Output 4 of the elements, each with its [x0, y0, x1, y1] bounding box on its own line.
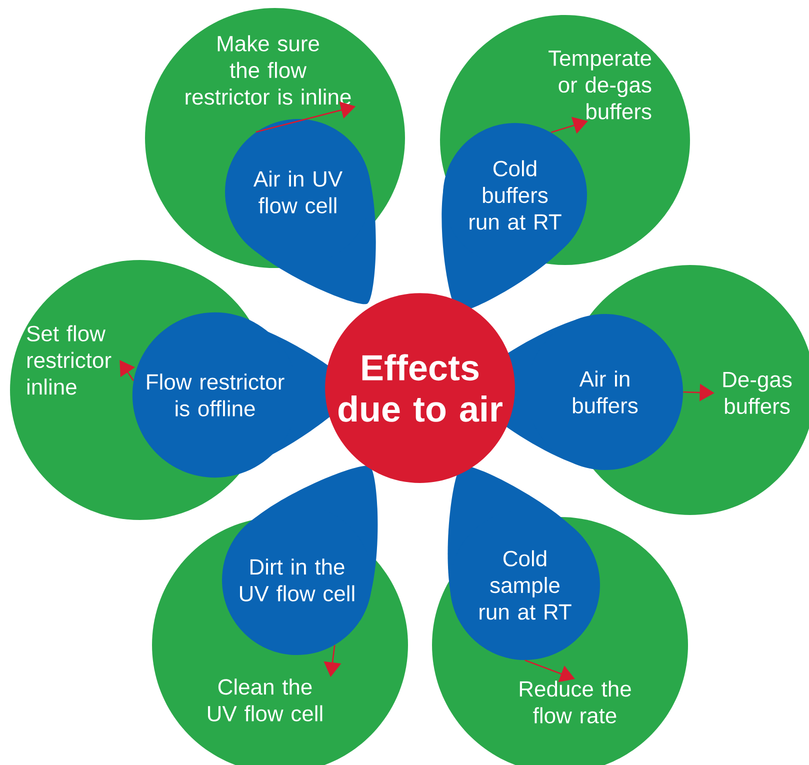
cause-drop: Cold buffers run at RT	[442, 123, 587, 312]
cause-drop: Air in UV flow cell	[225, 119, 376, 304]
cause-drop: Dirt in the UV flow cell	[222, 466, 378, 655]
cause-drop: Cold sample run at RT	[448, 466, 600, 660]
